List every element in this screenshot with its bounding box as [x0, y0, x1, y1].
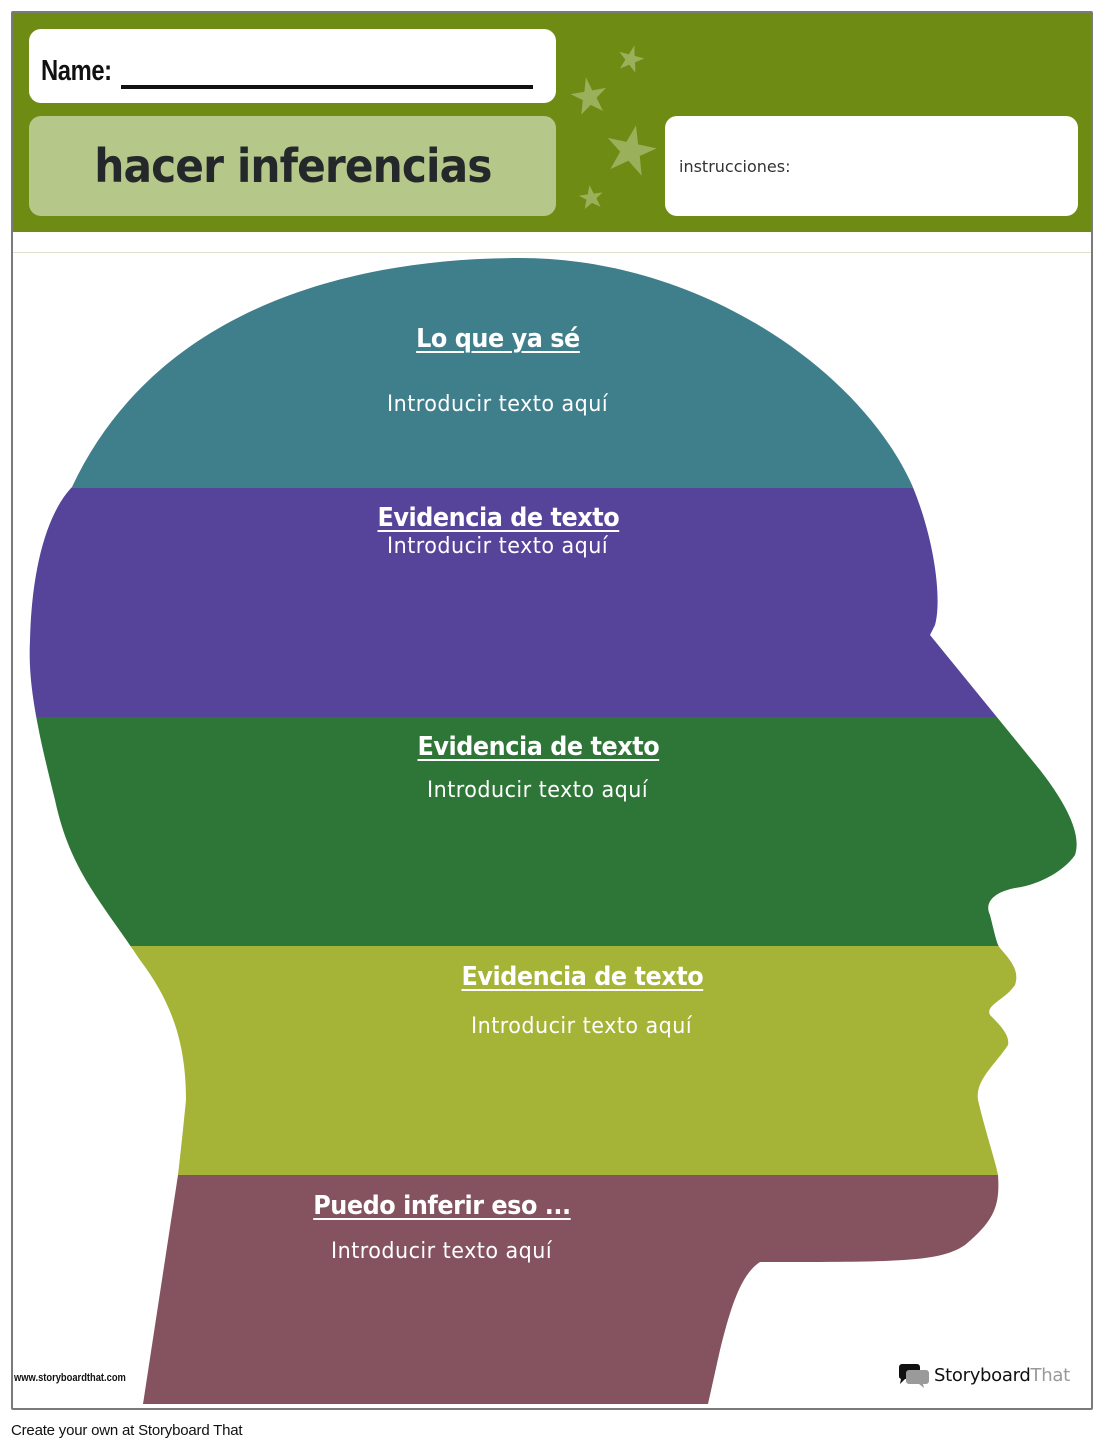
storyboardthat-logo[interactable]: StoryboardThat — [896, 1362, 1070, 1388]
star-icon — [570, 77, 607, 115]
star-icon — [619, 45, 645, 73]
stars-decoration — [570, 45, 657, 209]
star-icon — [578, 185, 603, 209]
band-1-text: Lo que ya sé Introducir texto aquí — [300, 324, 696, 417]
band-3-body[interactable]: Introducir texto aquí — [427, 778, 649, 803]
instructions-label: instrucciones: — [679, 157, 791, 176]
band-5-text: Puedo inferir eso ... Introducir texto a… — [242, 1191, 642, 1264]
worksheet-header: Name: hacer inferencias instrucciones: — [13, 13, 1091, 232]
title-box: hacer inferencias — [29, 116, 556, 216]
footer-create-link[interactable]: Create your own at Storyboard That — [11, 1422, 243, 1439]
band-2-title: Evidencia de texto — [377, 503, 619, 533]
logo-wordmark: StoryboardThat — [934, 1364, 1070, 1386]
band-4-title: Evidencia de texto — [461, 962, 703, 992]
band-4-body[interactable]: Introducir texto aquí — [471, 1014, 693, 1039]
band-3 — [29, 717, 1077, 946]
watermark-url[interactable]: www.storyboardthat.com — [14, 1372, 126, 1384]
name-field[interactable]: Name: — [29, 29, 556, 103]
band-1-body[interactable]: Introducir texto aquí — [387, 392, 609, 417]
band-2-text: Evidencia de texto Introducir texto aquí — [300, 503, 696, 559]
page-title: hacer inferencias — [93, 139, 492, 193]
star-icon — [607, 125, 657, 176]
name-label: Name: — [41, 55, 112, 87]
band-3-title: Evidencia de texto — [417, 732, 659, 762]
band-5-title: Puedo inferir eso ... — [313, 1191, 571, 1221]
instructions-box[interactable]: instrucciones: — [665, 116, 1078, 216]
band-5-body[interactable]: Introducir texto aquí — [331, 1239, 553, 1264]
band-4-text: Evidencia de texto Introducir texto aquí — [384, 962, 780, 1039]
speech-bubbles-icon — [898, 1364, 929, 1388]
name-underline — [121, 85, 533, 89]
band-1-title: Lo que ya sé — [416, 324, 580, 354]
band-2 — [29, 488, 1077, 717]
band-4 — [29, 946, 1077, 1175]
header-divider — [13, 232, 1091, 253]
band-3-text: Evidencia de texto Introducir texto aquí — [340, 732, 736, 803]
band-2-body[interactable]: Introducir texto aquí — [387, 533, 609, 559]
